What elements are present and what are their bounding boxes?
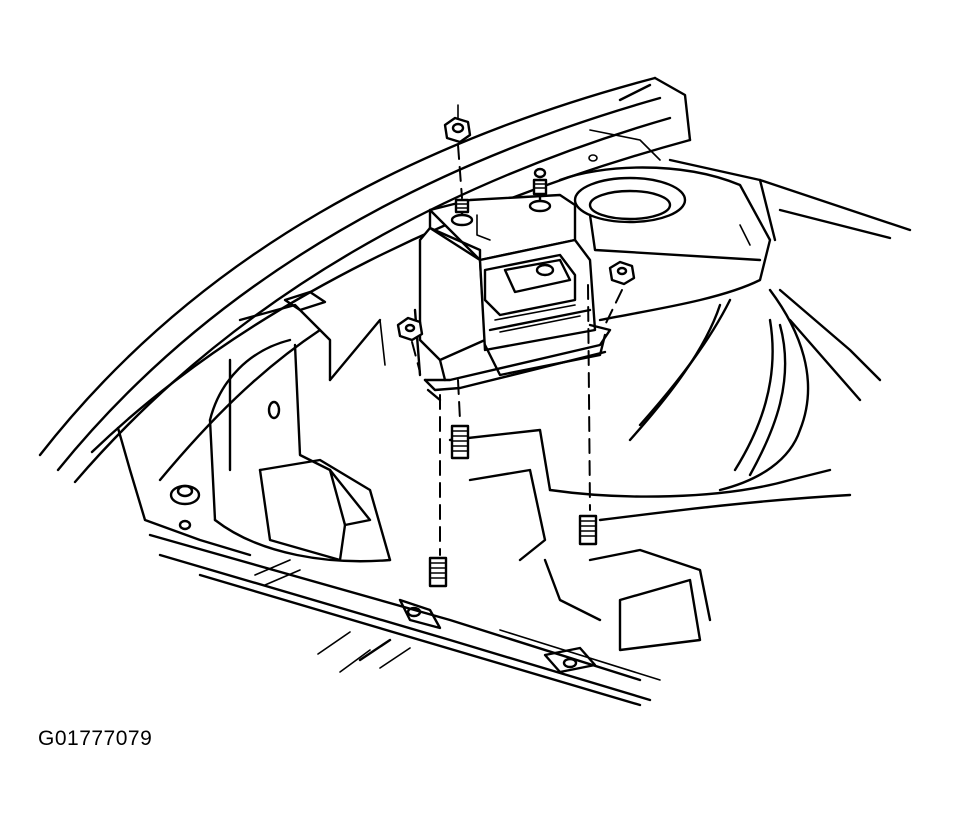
nut-right	[608, 260, 636, 286]
fender-edge-lines	[38, 76, 912, 484]
figure-id-label: G01777079	[38, 727, 153, 750]
control-module	[413, 193, 612, 402]
lower-wheel-well	[258, 428, 712, 652]
apron-mount-bolt	[169, 484, 201, 531]
apron-structure	[116, 290, 392, 563]
nut-left	[396, 316, 424, 342]
install-guide-lines	[411, 144, 623, 556]
module-top-studs	[450, 167, 552, 241]
nut-top-left	[443, 104, 472, 144]
strut-tower	[548, 129, 882, 522]
lower-stud-right	[578, 514, 598, 546]
lower-stud-center	[450, 424, 470, 460]
lower-stud-left	[428, 556, 448, 588]
lower-frame-rails	[148, 533, 661, 707]
